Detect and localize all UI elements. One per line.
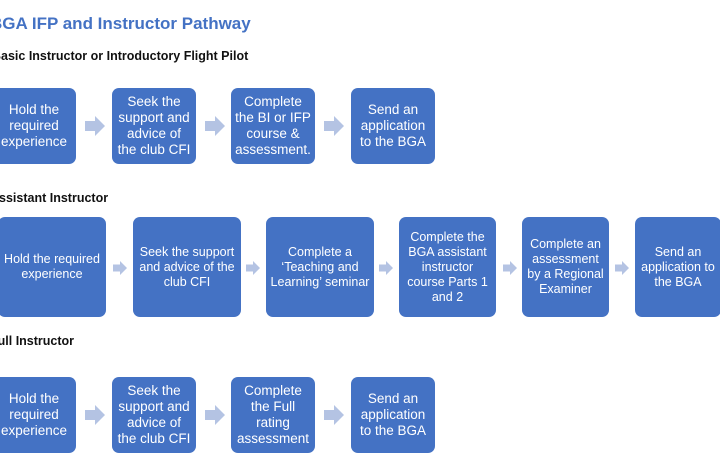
page-title: BGA IFP and Instructor Pathway [0, 14, 251, 33]
step-box: Hold the required experience [0, 377, 76, 453]
step-box: Send an application to the BGA [351, 377, 435, 453]
step-box: Complete the Full rating assessment [231, 377, 315, 453]
step-box: Hold the required experience [0, 217, 106, 317]
step-box: Complete the BI or IFP course & assessme… [231, 88, 315, 164]
section-heading-basic: Basic Instructor or Introductory Flight … [0, 49, 249, 63]
step-box: Hold the required experience [0, 88, 76, 164]
step-box: Complete a ‘Teaching and Learning’ semin… [266, 217, 374, 317]
section-heading-assistant: Assistant Instructor [0, 191, 109, 205]
section-heading-full: Full Instructor [0, 334, 75, 348]
step-box: Seek the support and advice of the club … [112, 88, 196, 164]
step-box: Complete an assessment by a Regional Exa… [522, 217, 609, 317]
step-box: Complete the BGA assistant instructor co… [399, 217, 496, 317]
step-box: Send an application to the BGA [351, 88, 435, 164]
step-box: Seek the support and advice of the club … [112, 377, 196, 453]
step-box: Send an application to the BGA [635, 217, 720, 317]
step-box: Seek the support and advice of the club … [133, 217, 241, 317]
